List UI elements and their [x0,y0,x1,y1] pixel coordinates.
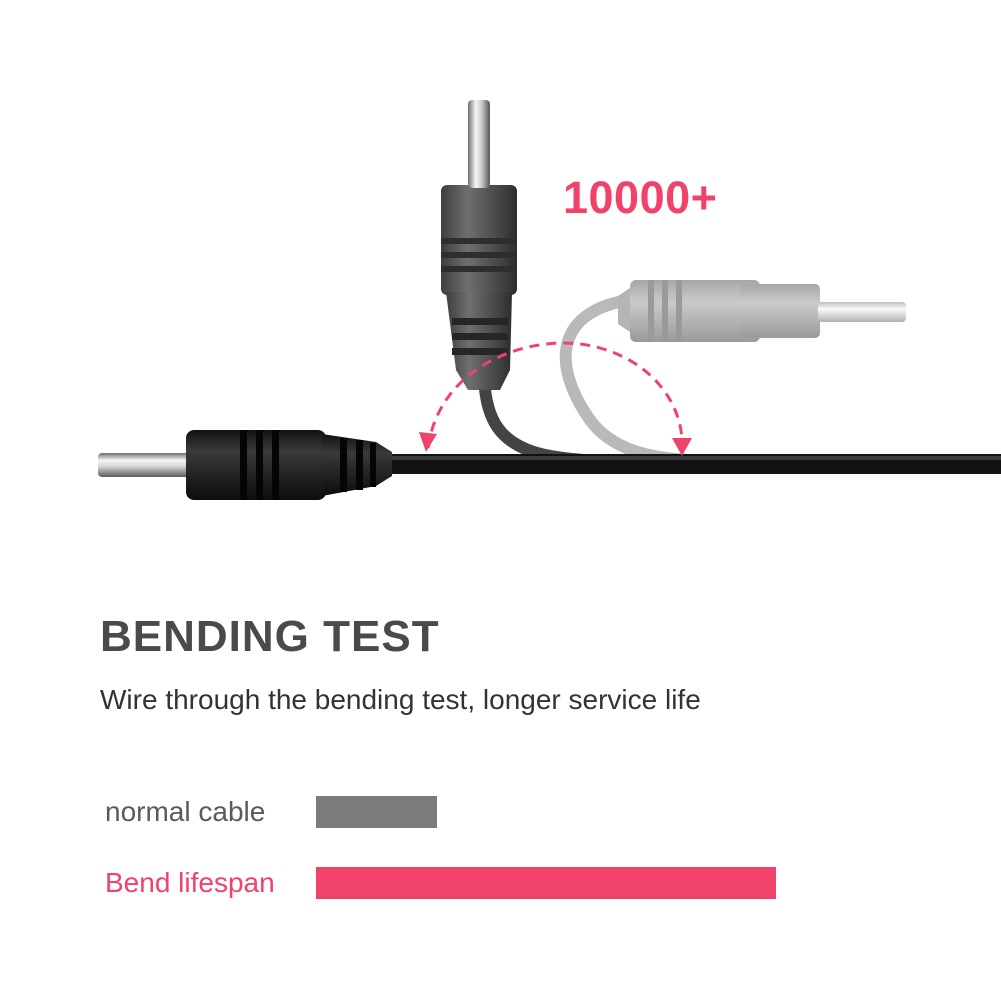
straight-plug-body [186,430,392,500]
normal-cable-bar [316,796,437,828]
straight-cable [98,430,1001,500]
bend-arc-arrow [419,341,692,456]
light-plug-pin [818,302,906,322]
bend-lifespan-bar [316,867,776,899]
arrowhead-start [419,432,437,452]
bend-count-label: 10000+ [563,172,718,223]
light-plug-body [630,280,820,342]
cable-bending-illustration [98,100,1001,500]
bend-lifespan-label: Bend lifespan [105,867,275,898]
straight-plug-pin [98,453,190,477]
bent-cable-medium [441,100,646,468]
normal-cable-label: normal cable [105,796,266,827]
vertical-plug-body [441,185,517,390]
page-subtitle: Wire through the bending test, longer se… [100,684,701,715]
arrowhead-end [672,438,692,456]
vertical-plug-pin [468,100,490,188]
page-title: BENDING TEST [100,612,440,661]
bent-cable-light [559,280,906,466]
